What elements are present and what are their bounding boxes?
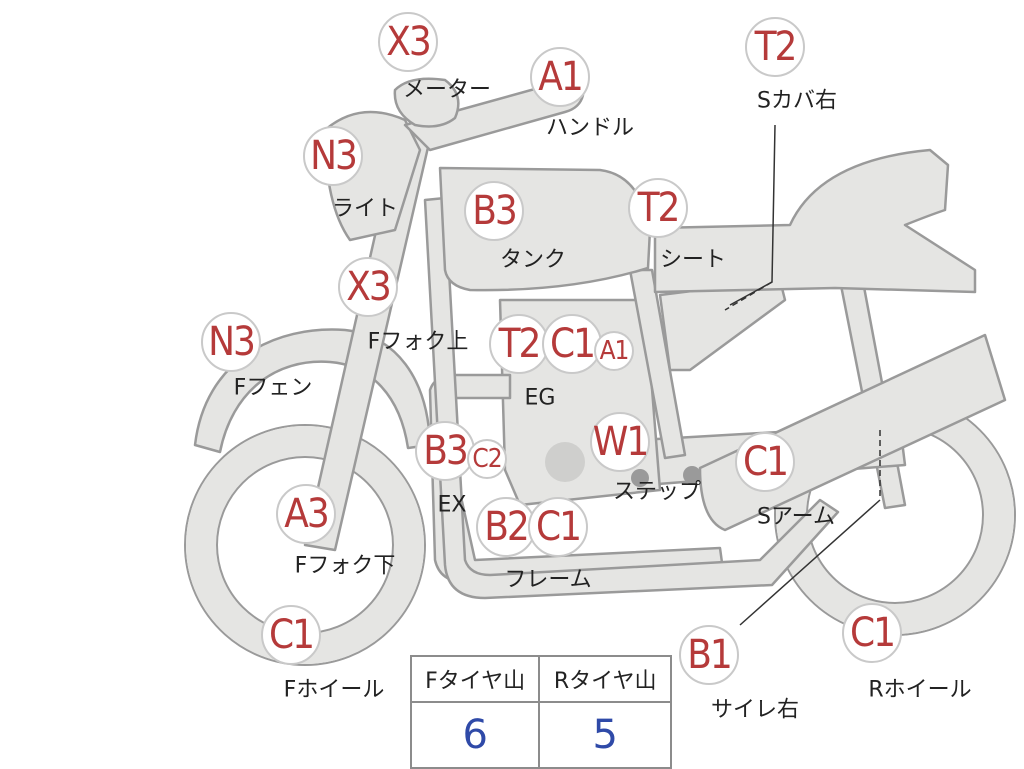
label-muffler: サイレ右 [711,698,799,723]
grade-muffler: B1 [687,632,731,678]
grade-badge-front-wheel: C1 [261,605,321,665]
label-frame: フレーム [504,568,591,593]
label-seat: シート [660,248,726,273]
grade-badge-light: N3 [303,126,363,186]
label-step: ステップ [613,480,701,505]
grade-badge-seat-cover: T2 [745,17,805,77]
tire-table-value-row: 6 5 [409,701,672,769]
grade-badge-exhaust-2: C2 [467,439,507,479]
grade-badge-frame-1: B2 [476,497,536,557]
grade-fork-lower: A3 [284,491,328,537]
label-swing-arm: Sアーム [757,505,835,530]
grade-exhaust-1: B3 [423,428,467,474]
grade-badge-engine-3: A1 [594,331,634,371]
seat-shape [653,148,977,294]
grade-step: W1 [593,419,647,465]
side-cover-shape [658,278,787,372]
rear-tire-value: 5 [538,701,672,769]
grade-frame-1: B2 [484,504,528,550]
label-engine: EG [525,386,556,411]
leader-seat-cover-dash [724,281,773,311]
rear-tire-header: Rタイヤ山 [538,655,672,703]
grade-handle: A1 [538,54,582,100]
label-front-wheel: Fホイール [284,678,385,703]
engine-cover [545,442,585,482]
grade-light: N3 [310,133,356,179]
part-labels: メーター ハンドル Sカバ右 ライト タンク シート Fフォク上 Fフェン EG… [234,78,972,723]
grade-seat-cover: T2 [754,24,796,70]
leader-muffler [739,499,881,626]
grade-badge-exhaust-1: B3 [415,421,475,481]
grade-badge-frame-2: C1 [528,497,588,557]
grade-fender: N3 [208,319,254,365]
grade-swing-arm: C1 [743,439,787,485]
grade-frame-2: C1 [536,504,580,550]
label-handle: ハンドル [546,116,634,141]
label-light: ライト [332,197,398,222]
front-tire-header: Fタイヤ山 [409,655,541,703]
grade-badge-meter: X3 [378,12,438,72]
label-rear-wheel: Rホイール [868,678,971,703]
grade-fork-upper: X3 [346,264,390,310]
label-exhaust: EX [438,493,467,518]
step-peg-right [683,466,701,484]
label-fork-upper: Fフォク上 [368,330,469,355]
grade-exhaust-2: C2 [472,444,501,474]
grade-badge-rear-wheel: C1 [842,603,902,663]
grade-meter: X3 [386,19,430,65]
grade-engine-3: A1 [600,336,629,366]
grade-badge-fork-upper: X3 [338,257,398,317]
grade-badge-tank: B3 [464,181,524,241]
leader-lines [724,124,881,626]
grade-engine-2: C1 [550,321,594,367]
grade-engine-1: T2 [498,321,540,367]
grade-badge-step: W1 [590,412,650,472]
grade-rear-wheel: C1 [850,610,894,656]
grade-badge-handle: A1 [530,47,590,107]
grade-badge-swing-arm: C1 [735,432,795,492]
grade-badge-fender: N3 [201,312,261,372]
grade-seat: T2 [637,185,679,231]
grade-badges: X3 A1 T2 N3 B3 T2 X3 N3 T2 C1 A1 B3 C2 W… [201,12,902,685]
meter-shape [393,77,460,128]
grade-front-wheel: C1 [269,612,313,658]
grade-badge-engine-2: C1 [542,314,602,374]
label-meter: メーター [403,78,491,103]
grade-badge-muffler: B1 [679,625,739,685]
step-peg-left [631,469,649,487]
label-fork-lower: Fフォク下 [295,554,396,579]
grade-badge-seat: T2 [628,178,688,238]
tire-table-header-row: Fタイヤ山 Rタイヤ山 [409,655,672,703]
grade-badge-engine-1: T2 [489,314,549,374]
label-fender: Fフェン [234,376,313,401]
grade-badge-fork-lower: A3 [276,484,336,544]
label-tank: タンク [500,248,566,273]
frame-shape [423,196,840,600]
grade-tank: B3 [472,188,516,234]
label-seat-cover: Sカバ右 [757,89,837,114]
tire-tread-table: Fタイヤ山 Rタイヤ山 6 5 [409,655,672,769]
front-tire-value: 6 [409,701,541,769]
